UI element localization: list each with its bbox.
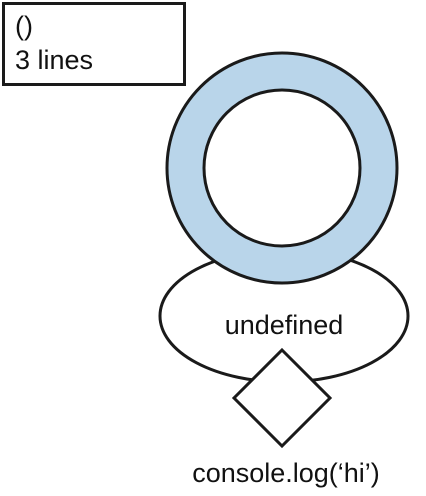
diamond-node — [231, 347, 333, 449]
info-box: () 3 lines — [2, 2, 186, 86]
info-line-signature: () — [15, 11, 33, 41]
scope-ring-hole — [202, 88, 362, 248]
diamond-label: console.log(‘hi’) — [192, 458, 380, 488]
ellipse-label: undefined — [225, 310, 344, 340]
info-line-line-count: 3 lines — [15, 45, 94, 75]
